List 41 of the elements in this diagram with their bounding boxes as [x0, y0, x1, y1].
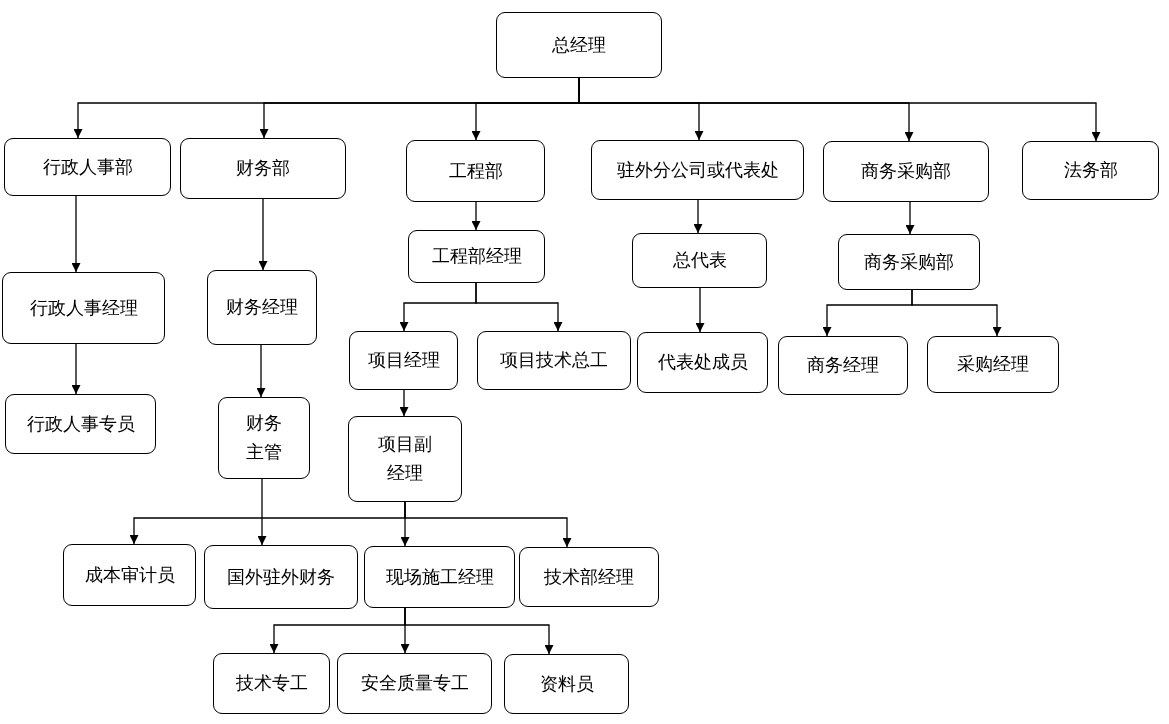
position-box: 安全质量专工 [337, 653, 492, 714]
arrow [404, 607, 554, 655]
position-box: 总代表 [632, 233, 767, 288]
position-box: 财务经理 [207, 270, 317, 345]
position-box: 财务主管 [218, 397, 310, 479]
arrow [905, 201, 915, 235]
position-box: 驻外分公司或代表处 [591, 140, 804, 200]
position-box: 采购经理 [927, 336, 1059, 393]
arrow [258, 198, 268, 271]
arrow [911, 289, 1002, 337]
position-box: 技术部经理 [519, 547, 659, 607]
position-box: 项目副经理 [348, 416, 462, 502]
position-box: 财务部 [180, 138, 346, 199]
position-box: 商务采购部 [838, 234, 980, 290]
position-box: 工程部经理 [408, 230, 545, 283]
arrow [256, 344, 266, 398]
position-box: 项目经理 [349, 331, 458, 390]
position-box: 项目技术总工 [477, 331, 631, 390]
position-box: 行政人事经理 [2, 272, 165, 344]
position-box: 行政人事专员 [5, 394, 156, 454]
arrow [475, 282, 563, 332]
position-box: 总经理 [496, 12, 662, 78]
arrow [257, 478, 267, 546]
position-box: 成本审计员 [63, 544, 196, 606]
position-box: 资料员 [504, 654, 629, 714]
arrow [71, 343, 81, 395]
position-box: 行政人事部 [4, 138, 171, 196]
position-box: 商务采购部 [823, 141, 989, 202]
position-box: 技术专工 [213, 653, 330, 714]
arrow [404, 501, 572, 548]
arrow [695, 287, 705, 333]
position-box: 代表处成员 [637, 332, 768, 393]
arrow [471, 201, 481, 231]
position-box: 现场施工经理 [364, 546, 515, 608]
arrow [399, 389, 409, 417]
position-box: 法务部 [1022, 141, 1159, 200]
arrow [693, 199, 703, 234]
position-box: 商务经理 [778, 336, 908, 395]
position-box: 国外驻外财务 [204, 545, 358, 609]
arrow [71, 195, 81, 273]
position-box: 工程部 [406, 140, 545, 202]
